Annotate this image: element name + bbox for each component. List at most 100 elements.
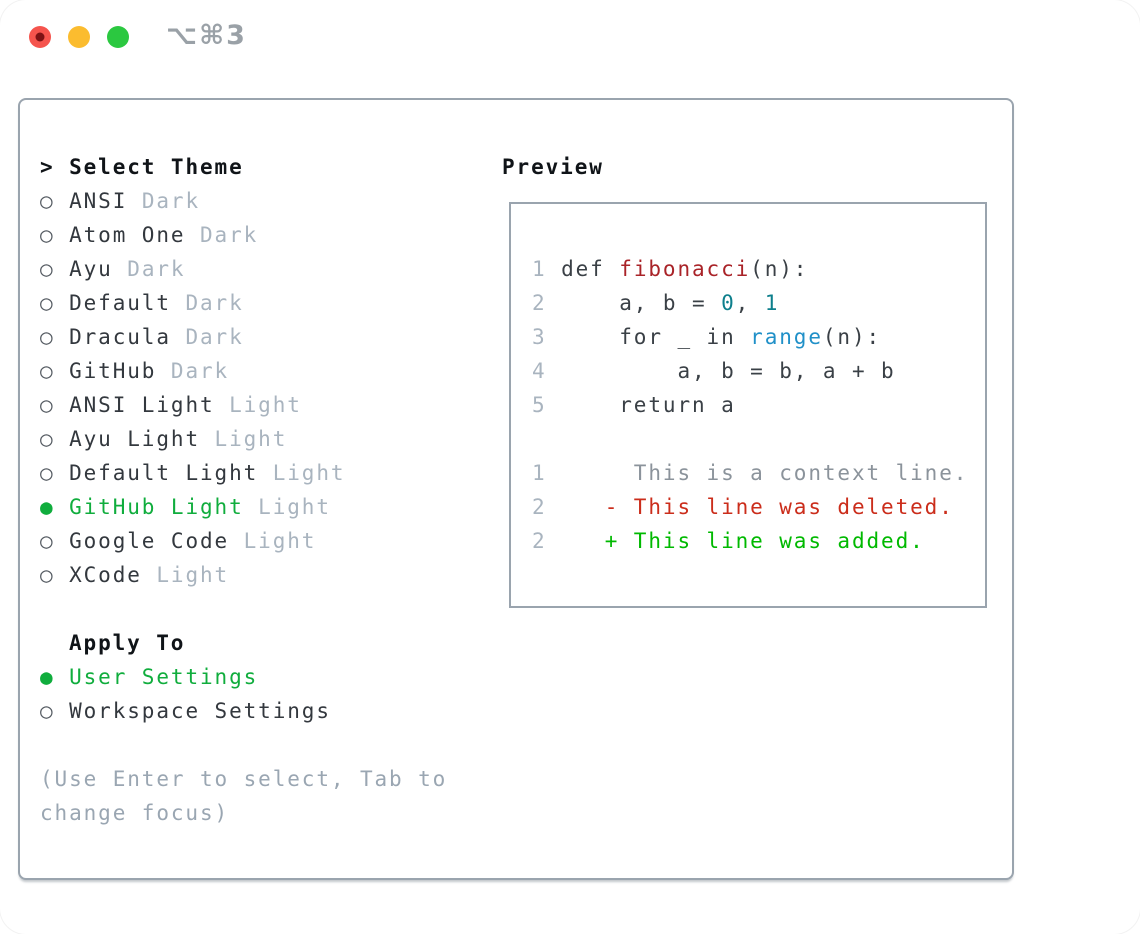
code-line: 5 return a bbox=[532, 388, 985, 422]
theme-variant-label: Light bbox=[272, 461, 346, 485]
radio-icon: ○ bbox=[40, 427, 55, 451]
radio-icon: ● bbox=[40, 665, 55, 689]
theme-dialog-panel: > Select Theme ○ ANSI Dark○ Atom One Dar… bbox=[18, 98, 1014, 880]
diff-block: 1 This is a context line.2 - This line w… bbox=[532, 456, 985, 558]
option-label: Atom One bbox=[69, 223, 186, 247]
code-token: (n): bbox=[750, 257, 809, 281]
option-label: XCode bbox=[69, 563, 142, 587]
option-label: GitHub bbox=[69, 359, 157, 383]
radio-icon: ● bbox=[40, 495, 55, 519]
option-label: Default Light bbox=[69, 461, 259, 485]
apply-option-user-settings[interactable]: ● User Settings bbox=[40, 660, 447, 694]
theme-option-ansi-light[interactable]: ○ ANSI Light Light bbox=[40, 388, 447, 422]
code-token: 1 bbox=[764, 291, 780, 315]
diff-line: 2 + This line was added. bbox=[532, 524, 985, 558]
theme-option-ansi[interactable]: ○ ANSI Dark bbox=[40, 184, 447, 218]
close-button[interactable] bbox=[29, 26, 51, 48]
option-label: ANSI Light bbox=[69, 393, 215, 417]
radio-icon: ○ bbox=[40, 223, 55, 247]
theme-variant-label: Dark bbox=[141, 189, 201, 213]
diff-line: 1 This is a context line. bbox=[532, 456, 985, 490]
option-label: Google Code bbox=[69, 529, 230, 553]
option-label: User Settings bbox=[69, 665, 259, 689]
code-line: 3 for _ in range(n): bbox=[532, 320, 985, 354]
apply-option-workspace-settings[interactable]: ○ Workspace Settings bbox=[40, 694, 447, 728]
theme-option-github[interactable]: ○ GitHub Dark bbox=[40, 354, 447, 388]
theme-variant-label: Dark bbox=[185, 291, 244, 315]
code-token: + This line was added. bbox=[561, 529, 925, 553]
theme-variant-label: Dark bbox=[127, 257, 186, 281]
close-dot-icon bbox=[35, 32, 45, 42]
zoom-button[interactable] bbox=[107, 26, 129, 48]
theme-option-atom-one[interactable]: ○ Atom One Dark bbox=[40, 218, 447, 252]
prompt-caret: > bbox=[40, 155, 55, 179]
code-token: fibonacci bbox=[619, 257, 751, 281]
theme-variant-label: Light bbox=[229, 393, 302, 417]
theme-variant-label: Dark bbox=[200, 223, 259, 247]
line-number: 2 bbox=[532, 495, 547, 519]
theme-option-google-code[interactable]: ○ Google Code Light bbox=[40, 524, 447, 558]
line-number: 2 bbox=[532, 291, 547, 315]
theme-variant-label: Dark bbox=[185, 325, 244, 349]
code-token: 0 bbox=[721, 291, 736, 315]
spacer bbox=[40, 592, 447, 626]
code-token: a, b = bbox=[561, 291, 722, 315]
line-number: 2 bbox=[532, 529, 547, 553]
theme-option-github-light[interactable]: ● GitHub Light Light bbox=[40, 490, 447, 524]
radio-icon: ○ bbox=[40, 563, 55, 587]
radio-icon: ○ bbox=[40, 699, 55, 723]
spacer bbox=[40, 728, 447, 762]
preview-title: Preview bbox=[502, 155, 604, 179]
radio-icon: ○ bbox=[40, 325, 55, 349]
theme-selector-column: > Select Theme ○ ANSI Dark○ Atom One Dar… bbox=[40, 150, 447, 830]
hint-line-1: (Use Enter to select, Tab to bbox=[40, 767, 448, 791]
code-token: - This line was deleted. bbox=[561, 495, 954, 519]
option-label: Ayu Light bbox=[69, 427, 200, 451]
theme-option-xcode[interactable]: ○ XCode Light bbox=[40, 558, 447, 592]
code-token: for _ in bbox=[561, 325, 751, 349]
theme-option-dracula[interactable]: ○ Dracula Dark bbox=[40, 320, 447, 354]
theme-option-default-light[interactable]: ○ Default Light Light bbox=[40, 456, 447, 490]
option-label: Dracula bbox=[69, 325, 171, 349]
theme-variant-label: Dark bbox=[170, 359, 230, 383]
option-label: Default bbox=[69, 291, 171, 315]
theme-option-ayu[interactable]: ○ Ayu Dark bbox=[40, 252, 447, 286]
code-line: 1 def fibonacci(n): bbox=[532, 252, 985, 286]
option-label: GitHub Light bbox=[69, 495, 244, 519]
code-token: , bbox=[735, 291, 765, 315]
titlebar: ⌥⌘3 bbox=[0, 0, 1140, 74]
radio-icon: ○ bbox=[40, 393, 55, 417]
traffic-lights bbox=[29, 26, 129, 48]
radio-icon: ○ bbox=[40, 257, 55, 281]
line-number: 1 bbox=[532, 461, 547, 485]
theme-list: ○ ANSI Dark○ Atom One Dark○ Ayu Dark○ De… bbox=[40, 184, 447, 592]
diff-line: 2 - This line was deleted. bbox=[532, 490, 985, 524]
line-number: 3 bbox=[532, 325, 547, 349]
radio-icon: ○ bbox=[40, 461, 55, 485]
apply-to-header: Apply To bbox=[69, 631, 186, 655]
theme-variant-label: Light bbox=[258, 495, 331, 519]
theme-option-ayu-light[interactable]: ○ Ayu Light Light bbox=[40, 422, 447, 456]
theme-variant-label: Light bbox=[214, 427, 288, 451]
radio-icon: ○ bbox=[40, 189, 55, 213]
theme-option-default[interactable]: ○ Default Dark bbox=[40, 286, 447, 320]
preview-column: Preview 1 def fibonacci(n):2 a, b = 0, 1… bbox=[502, 150, 987, 608]
radio-icon: ○ bbox=[40, 359, 55, 383]
code-token: (n): bbox=[822, 325, 882, 349]
line-number: 4 bbox=[532, 359, 547, 383]
option-label: Workspace Settings bbox=[69, 699, 331, 723]
line-number: 1 bbox=[532, 257, 547, 281]
option-label: Ayu bbox=[69, 257, 113, 281]
select-theme-title: Select Theme bbox=[69, 155, 244, 179]
select-theme-header: > Select Theme bbox=[40, 150, 447, 184]
minimize-button[interactable] bbox=[68, 26, 90, 48]
radio-icon: ○ bbox=[40, 529, 55, 553]
keyboard-shortcut-label: ⌥⌘3 bbox=[166, 20, 247, 51]
code-token: range bbox=[750, 325, 823, 349]
code-token: This is a context line. bbox=[561, 461, 969, 485]
hint-line-2: change focus) bbox=[40, 801, 230, 825]
code-token: def bbox=[561, 257, 620, 281]
option-label: ANSI bbox=[69, 189, 128, 213]
